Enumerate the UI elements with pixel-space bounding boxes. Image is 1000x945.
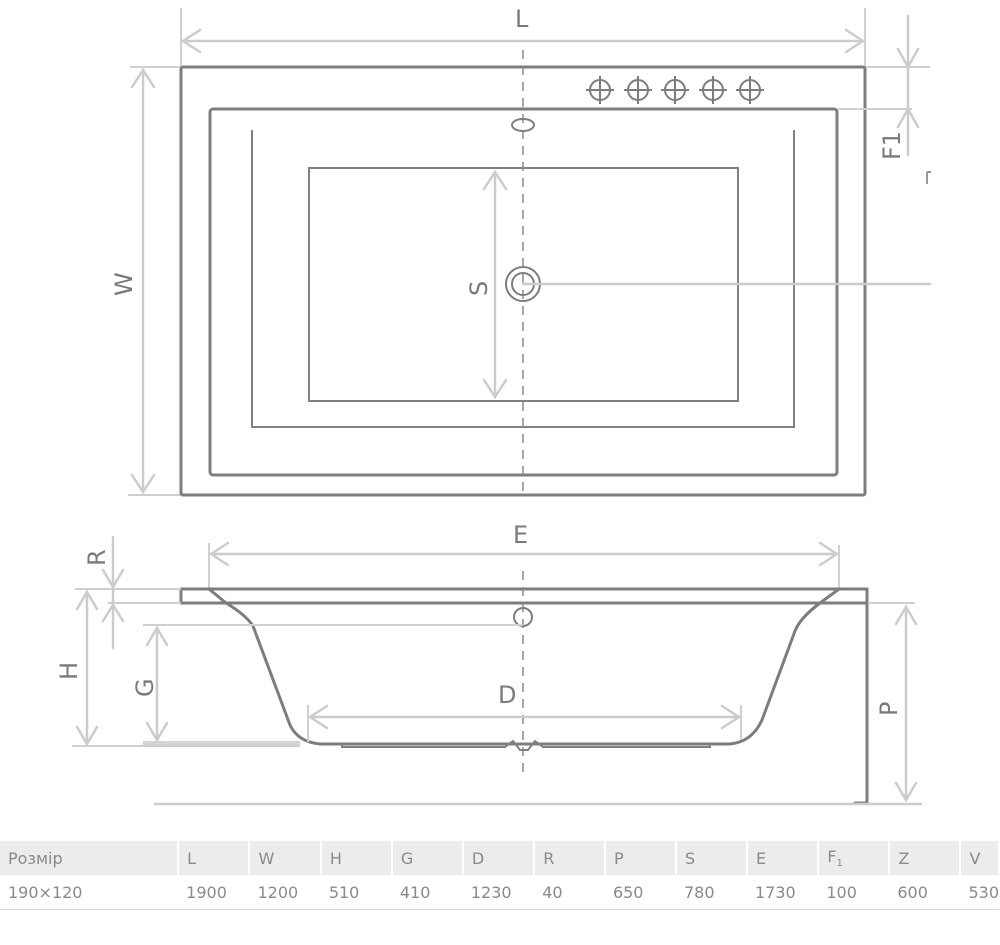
- header-R: R: [534, 841, 606, 875]
- cell-E: 1730: [747, 875, 819, 910]
- header-F1: F1: [818, 841, 891, 875]
- dimension-R: R: [75, 535, 181, 650]
- cell-W: 1200: [249, 875, 321, 910]
- knob-icon: [736, 76, 764, 104]
- cell-L: 1900: [178, 875, 250, 910]
- table-header-row: Розмір L W H G D R P S E F1 Z V: [0, 841, 1000, 875]
- side-rim: [179, 587, 869, 605]
- dimension-W: W: [110, 66, 180, 496]
- cell-S: 780: [675, 875, 747, 910]
- basin-profile: [207, 587, 841, 746]
- header-G: G: [391, 841, 464, 875]
- dimension-D: D: [307, 681, 742, 742]
- label-D: D: [498, 681, 516, 709]
- label-W: W: [110, 272, 138, 296]
- dimension-P: P: [153, 602, 923, 806]
- label-G: G: [131, 678, 159, 697]
- header-H: H: [320, 841, 393, 875]
- label-H: H: [55, 662, 83, 680]
- header-L: L: [178, 841, 251, 875]
- top-view: L W: [110, 5, 932, 498]
- label-R: R: [83, 549, 111, 566]
- side-view: E R H: [55, 521, 923, 806]
- cell-size: 190×120: [0, 875, 179, 910]
- cell-G: 410: [391, 875, 463, 910]
- knob-icon: [699, 76, 727, 104]
- header-D: D: [462, 841, 536, 875]
- knob-icon: [586, 76, 614, 104]
- dimension-S: S: [465, 169, 508, 400]
- cell-R: 40: [534, 875, 605, 910]
- header-Z: Z: [889, 841, 962, 875]
- cell-H: 510: [320, 875, 392, 910]
- control-knobs: [586, 76, 764, 104]
- knob-icon: [624, 76, 652, 104]
- overflow-icon: [511, 118, 535, 132]
- dimensions-table: Розмір L W H G D R P S E F1 Z V 190×120 …: [0, 841, 1000, 910]
- label-F1: F1: [878, 131, 906, 160]
- header-W: W: [249, 841, 322, 875]
- table-row: 190×120 1900 1200 510 410 1230 40 650 78…: [0, 875, 999, 910]
- cell-Z: 600: [889, 875, 961, 910]
- dimension-F1: F1: [838, 14, 931, 184]
- label-P: P: [875, 702, 903, 716]
- header-S: S: [675, 841, 749, 875]
- dimension-G: G: [131, 624, 523, 745]
- knob-icon: [661, 76, 689, 104]
- basin-bottom: [341, 739, 711, 751]
- header-size: Розмір: [0, 841, 180, 875]
- dimension-L: L: [180, 5, 866, 66]
- cell-F1: 100: [818, 875, 890, 910]
- label-E: E: [513, 521, 528, 549]
- cell-D: 1230: [462, 875, 535, 910]
- dimension-H: H: [55, 589, 300, 747]
- front-panel: [853, 587, 869, 805]
- cell-P: 650: [604, 875, 676, 910]
- bathtub-technical-drawing: L W: [55, 5, 932, 806]
- label-L: L: [515, 5, 529, 33]
- dimension-E: E: [208, 521, 840, 590]
- header-E: E: [747, 841, 820, 875]
- label-S: S: [465, 281, 493, 296]
- header-V: V: [960, 841, 1000, 875]
- cell-V: 530: [960, 875, 999, 910]
- header-P: P: [604, 841, 677, 875]
